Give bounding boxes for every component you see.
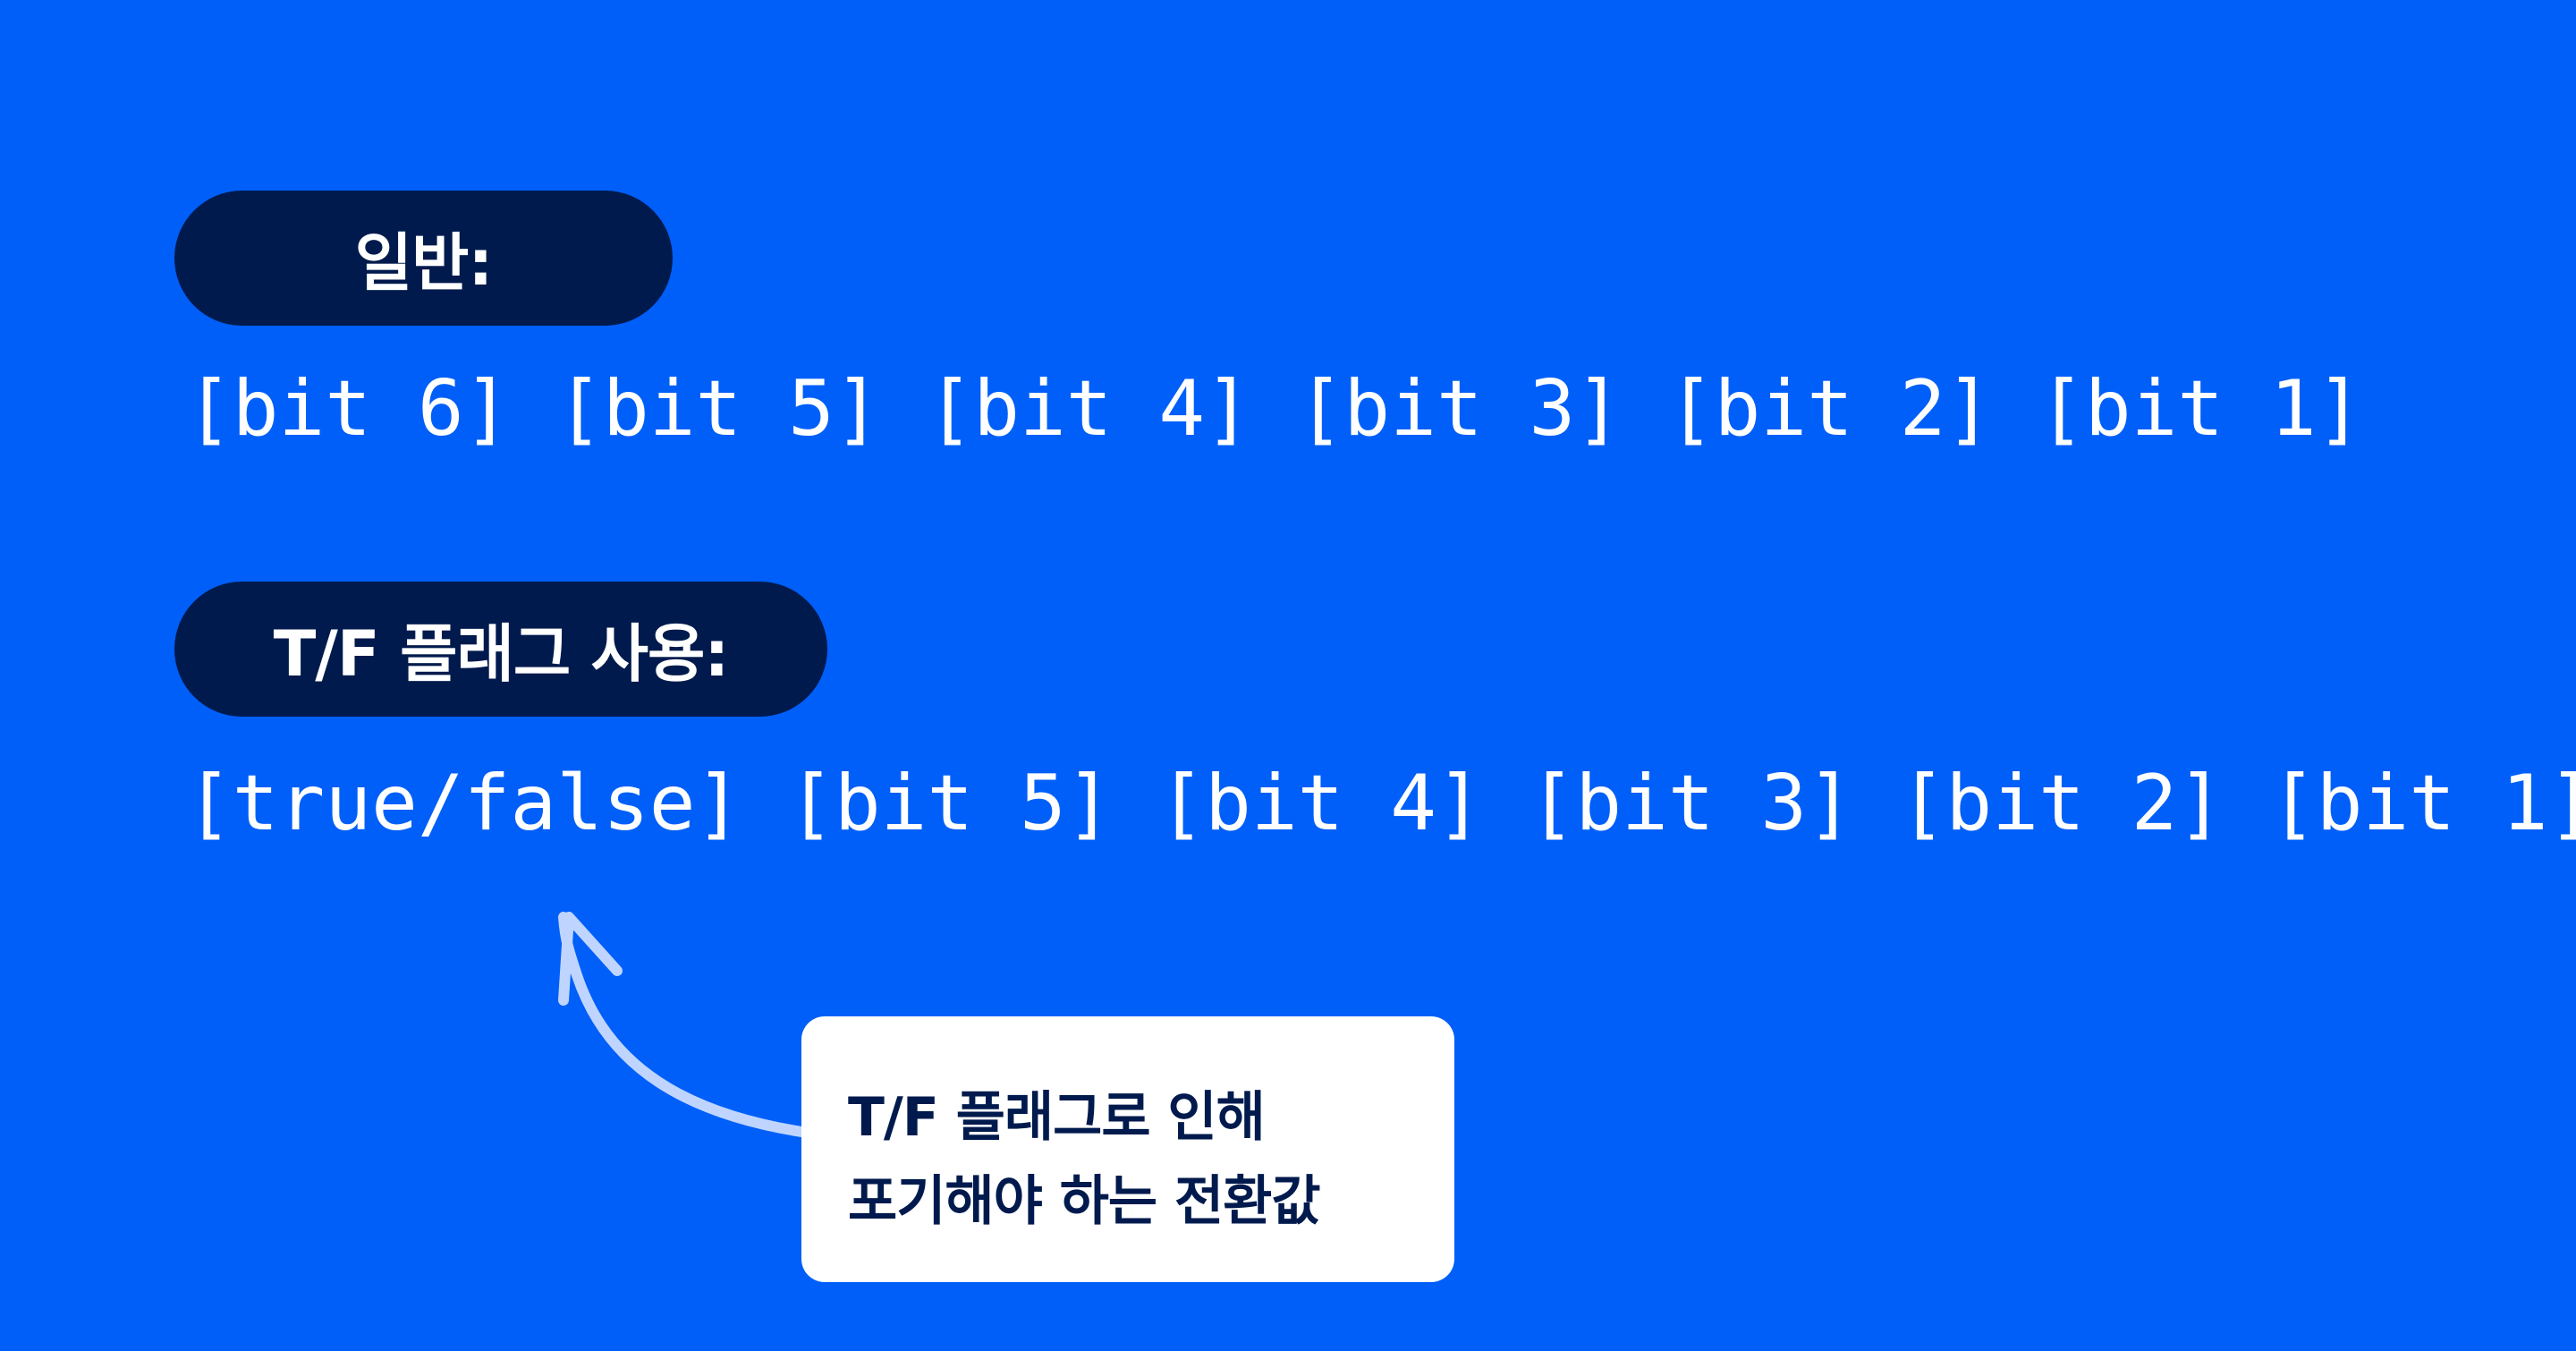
label-normal-text: 일반:	[354, 226, 494, 300]
bit-row-normal: [bit 6] [bit 5] [bit 4] [bit 3] [bit 2] …	[186, 370, 2363, 447]
flag-cell: [true/false]	[186, 759, 742, 848]
label-with-flag-text: T/F 플래그 사용:	[273, 617, 730, 691]
bit-cell: [bit 3]	[1529, 759, 1853, 848]
bit-cell: [bit 2]	[1899, 759, 2224, 848]
label-normal: 일반:	[174, 191, 673, 326]
bit-cell: [bit 5]	[788, 759, 1113, 848]
callout-line-2: 포기해야 하는 전환값	[848, 1170, 1321, 1233]
callout-line-1: T/F 플래그로 인해	[848, 1086, 1266, 1149]
bit-cell: [bit 1]	[2038, 364, 2363, 454]
bit-cell: [bit 2]	[1667, 364, 1993, 454]
bit-cell: [bit 4]	[1158, 759, 1483, 848]
bit-cell: [bit 3]	[1297, 364, 1623, 454]
bit-row-with-flag: [true/false] [bit 5] [bit 4] [bit 3] [bi…	[186, 765, 2576, 842]
label-with-flag: T/F 플래그 사용:	[174, 582, 827, 717]
bit-cell: [bit 1]	[2269, 759, 2576, 848]
callout-box: T/F 플래그로 인해 포기해야 하는 전환값	[801, 1016, 1454, 1282]
bit-cell: [bit 6]	[186, 364, 511, 454]
arrow-curve	[558, 912, 807, 1137]
bit-cell: [bit 4]	[927, 364, 1251, 454]
bit-cell: [bit 5]	[556, 364, 881, 454]
arrow-head	[558, 912, 623, 1006]
